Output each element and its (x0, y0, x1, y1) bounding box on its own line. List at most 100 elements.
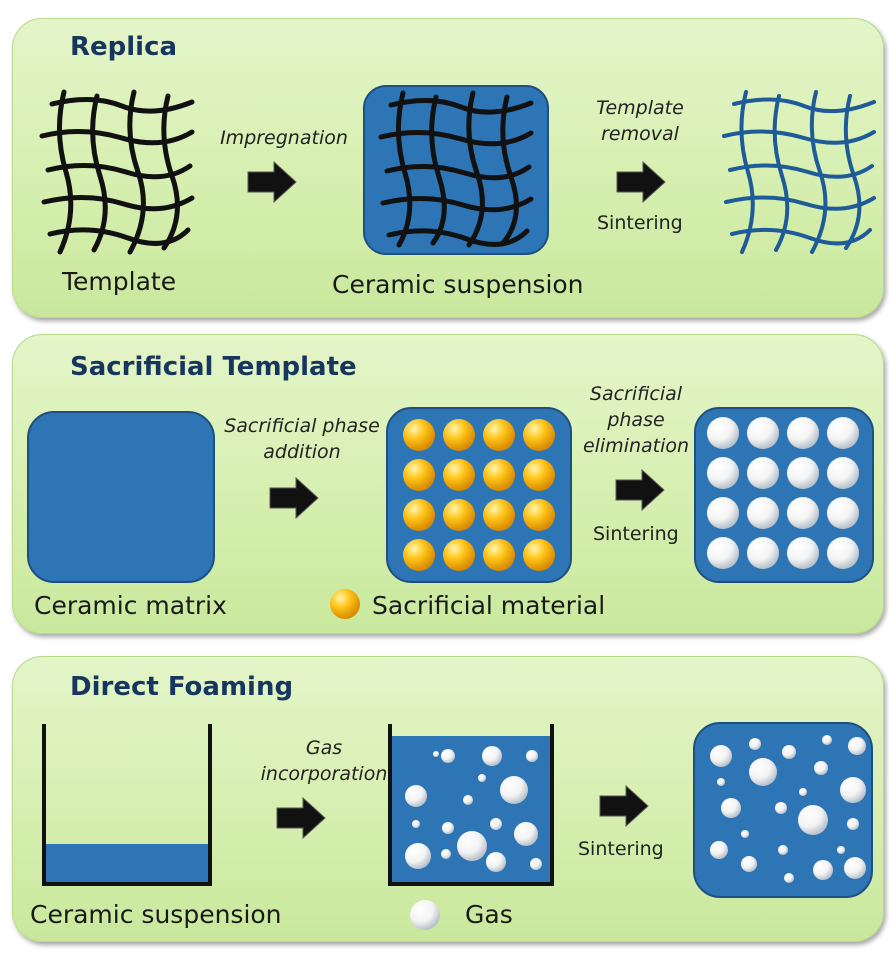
sacrificial-sphere (443, 539, 475, 571)
label-ceramic-suspension: Ceramic suspension (332, 270, 584, 299)
pore-bubble (741, 856, 757, 872)
gas-bubble (486, 852, 506, 872)
sacrificial-title: Sacrificial Template (70, 352, 357, 382)
step-sacrificial-elimination-line1: Sacrificial (589, 383, 683, 405)
replica-mesh-icon (722, 90, 876, 254)
sacrificial-sphere (523, 459, 555, 491)
sacrificial-sphere (403, 499, 435, 531)
arrow-right-icon (276, 796, 326, 840)
gas-bubble (441, 849, 451, 859)
pore-bubble (813, 860, 833, 880)
pore-bubble (822, 735, 832, 745)
replica-title: Replica (70, 32, 178, 62)
gas-bubble (478, 774, 486, 782)
pore-bubble (775, 802, 787, 814)
pore-sphere (787, 537, 819, 569)
sacrificial-sphere (483, 419, 515, 451)
impregnated-template (363, 85, 549, 255)
porous-ceramic-ordered (694, 407, 874, 583)
sacrificial-composite (386, 407, 572, 583)
pore-bubble (814, 761, 828, 775)
sacrificial-sphere (403, 419, 435, 451)
arrow-right-icon (247, 160, 297, 204)
gas-bubble (526, 750, 538, 762)
sacrificial-sphere (443, 499, 475, 531)
beaker-icon (42, 724, 212, 886)
sacrificial-sphere (523, 539, 555, 571)
pore-sphere (707, 537, 739, 569)
pore-bubble (741, 830, 749, 838)
pore-sphere (827, 497, 859, 529)
pore-bubble (848, 737, 866, 755)
pore-bubble (710, 841, 728, 859)
pore-bubble (844, 857, 866, 879)
pore-sphere (827, 537, 859, 569)
pore-bubble (798, 805, 828, 835)
pore-bubble (784, 873, 794, 883)
pore-bubble (799, 788, 807, 796)
sacrificial-sphere (483, 499, 515, 531)
pore-sphere (707, 497, 739, 529)
sacrificial-sphere (523, 419, 555, 451)
step-sacrificial-addition-line2: addition (263, 441, 341, 463)
gas-bubble (514, 822, 538, 846)
gas-bubble (500, 776, 528, 804)
gas-bubble (433, 751, 439, 757)
pore-sphere (827, 417, 859, 449)
pore-sphere (747, 537, 779, 569)
gas-bubble (463, 795, 473, 805)
pore-bubble (749, 738, 761, 750)
pore-sphere (827, 457, 859, 489)
pore-sphere (707, 457, 739, 489)
label-gas: Gas (465, 900, 513, 929)
pore-bubble (717, 778, 725, 786)
step-sacrificial-elimination-line3: elimination (582, 435, 690, 457)
pore-bubble (840, 777, 866, 803)
gas-bubble (482, 746, 502, 766)
pore-bubble (778, 845, 788, 855)
bubble-icon (410, 900, 440, 930)
ceramic-matrix-block (27, 411, 215, 583)
gas-bubble (442, 822, 454, 834)
label-sacrificial-material: Sacrificial material (372, 591, 606, 620)
step-gas-incorporation-line2: incorporation (260, 763, 388, 785)
step-sacrificial-addition-line1: Sacrificial phase (224, 415, 380, 437)
porous-ceramic-foam (693, 722, 873, 898)
sacrificial-sphere (523, 499, 555, 531)
template-mesh-icon (39, 89, 195, 255)
pore-bubble (710, 745, 732, 767)
foamed-suspension (388, 724, 554, 886)
step-sacrificial-elimination-line2: phase (607, 409, 665, 431)
pore-sphere (747, 417, 779, 449)
label-ceramic-suspension: Ceramic suspension (30, 900, 282, 929)
foaming-title: Direct Foaming (70, 672, 294, 702)
gas-bubble (405, 843, 431, 869)
gas-bubble (441, 749, 455, 763)
sphere-icon (330, 589, 360, 619)
gas-bubble (412, 820, 420, 828)
gas-bubble (530, 858, 542, 870)
sacrificial-sphere (443, 419, 475, 451)
gas-bubble (405, 785, 427, 807)
label-template: Template (62, 267, 177, 296)
step-sintering: Sintering (593, 523, 679, 545)
gas-bubble (490, 818, 502, 830)
sacrificial-sphere (483, 539, 515, 571)
step-gas-incorporation-line1: Gas (305, 737, 343, 759)
gas-bubble (457, 831, 487, 861)
sacrificial-sphere (443, 459, 475, 491)
pore-sphere (787, 497, 819, 529)
step-sintering: Sintering (578, 838, 664, 860)
sacrificial-sphere (403, 539, 435, 571)
pore-sphere (707, 417, 739, 449)
step-impregnation: Impregnation (220, 127, 348, 149)
pore-sphere (787, 457, 819, 489)
sacrificial-sphere (483, 459, 515, 491)
pore-bubble (782, 745, 796, 759)
step-template-removal-line1: Template (596, 97, 684, 119)
pore-bubble (837, 846, 845, 854)
pore-sphere (787, 417, 819, 449)
pore-bubble (847, 818, 859, 830)
arrow-right-icon (599, 784, 649, 828)
step-template-removal-line2: removal (601, 123, 679, 145)
